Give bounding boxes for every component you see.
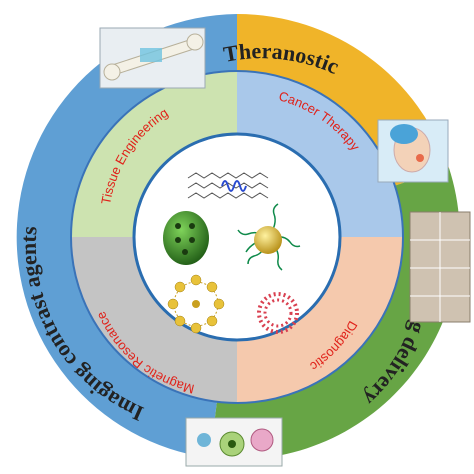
drug-delivery-cells-image [185, 417, 283, 467]
middle-ring-border [70, 70, 404, 404]
bone-implant-image [99, 27, 206, 89]
inner-core [132, 132, 342, 342]
graphene-nanosheet [187, 172, 269, 199]
liposome [257, 292, 299, 334]
functionalized-nanoparticle [237, 203, 301, 271]
tumor-treatment-photos [409, 211, 471, 323]
spherical-nanoparticle [163, 211, 209, 265]
micelle [167, 274, 225, 334]
patient-head-image [377, 119, 449, 183]
